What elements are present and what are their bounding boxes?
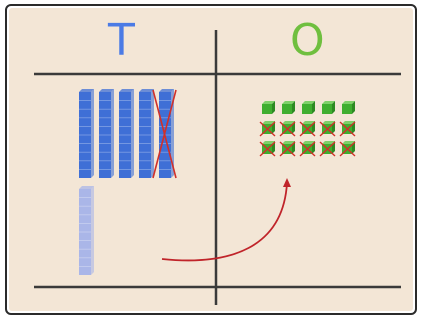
ten-rod xyxy=(139,89,154,178)
diagram-frame xyxy=(5,4,417,315)
cube-cross-mark xyxy=(319,121,336,137)
panel-background xyxy=(9,8,413,311)
cube-cross-mark xyxy=(279,141,296,157)
ten-rod xyxy=(79,89,94,178)
regroup-arrow xyxy=(161,182,288,262)
cube-cross-mark xyxy=(339,121,356,137)
cube-cross-mark xyxy=(259,121,276,137)
one-cube xyxy=(282,101,295,114)
cube-cross-mark xyxy=(339,141,356,157)
rod-cross-mark xyxy=(152,89,177,179)
cube-cross-mark xyxy=(279,121,296,137)
regroup-arrowhead xyxy=(283,178,291,187)
tens-blocks xyxy=(79,89,177,275)
cube-cross-mark xyxy=(259,141,276,157)
one-cube xyxy=(342,101,355,114)
ten-rod xyxy=(99,89,114,178)
regrouped-rod xyxy=(79,186,94,275)
ones-header: O xyxy=(290,15,325,66)
ten-rod xyxy=(119,89,134,178)
one-cube xyxy=(302,101,315,114)
cube-cross-mark xyxy=(319,141,336,157)
cube-cross-mark xyxy=(299,141,316,157)
cube-cross-mark xyxy=(299,121,316,137)
tens-header: T xyxy=(108,15,135,66)
ones-blocks xyxy=(259,101,356,157)
one-cube xyxy=(262,101,275,114)
one-cube xyxy=(322,101,335,114)
